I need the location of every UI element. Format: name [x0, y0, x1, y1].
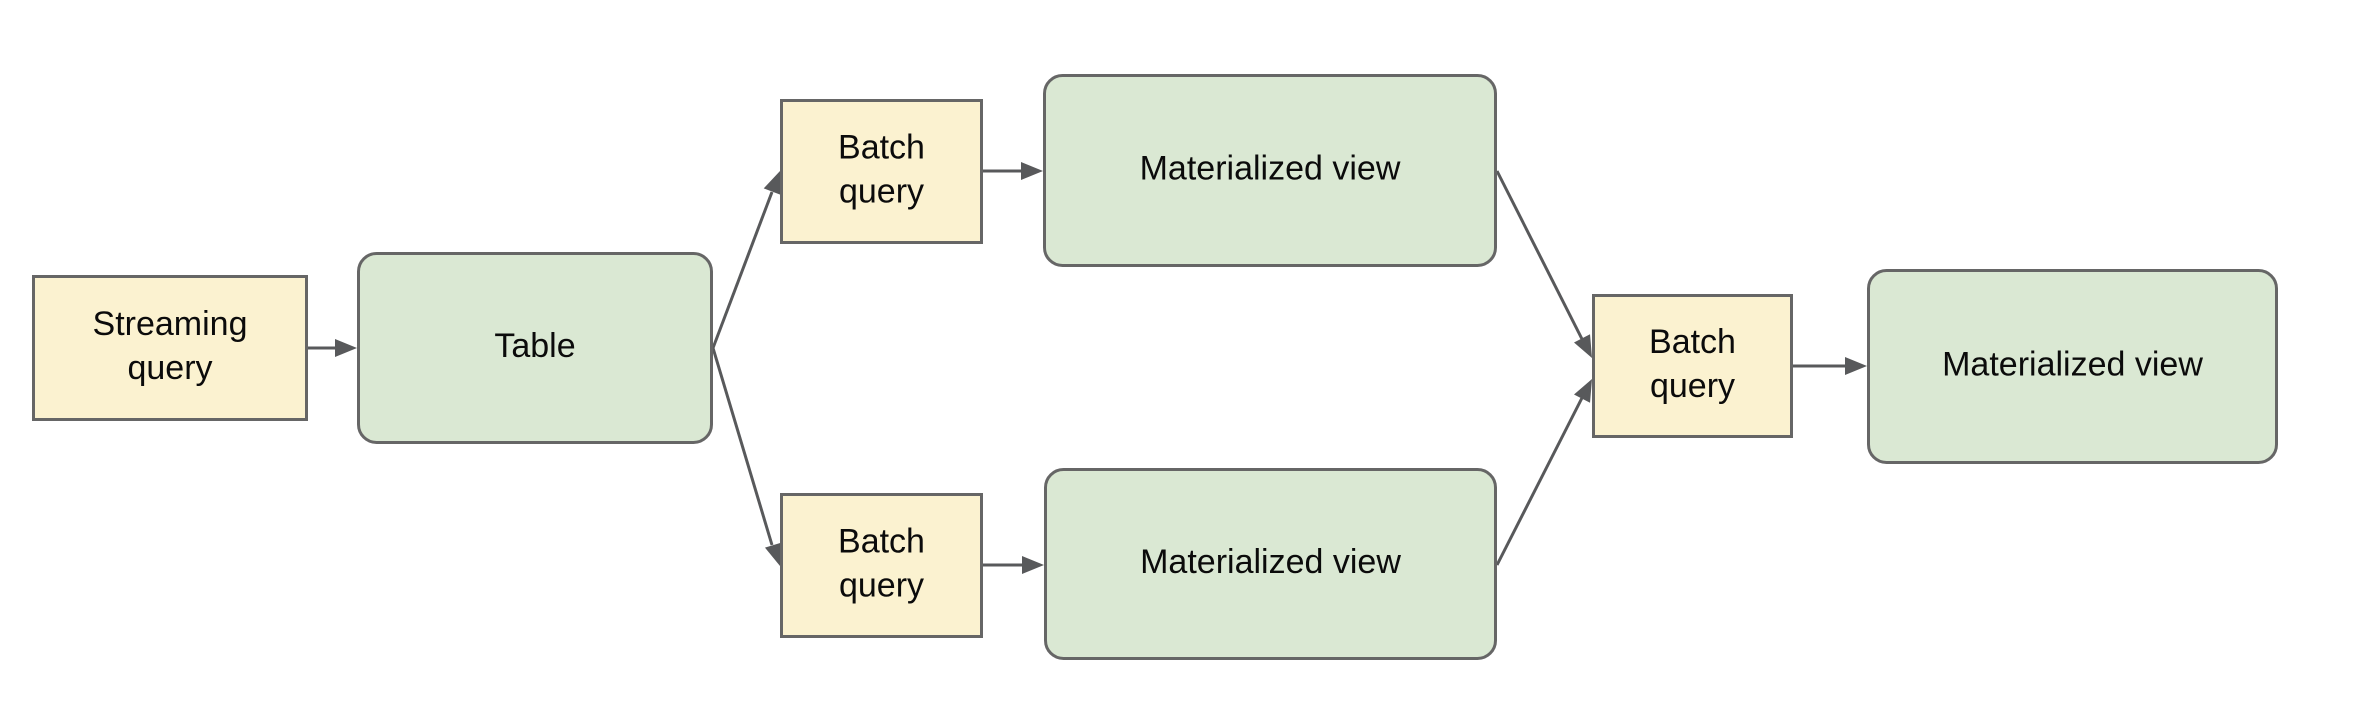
node-label-line: Table: [494, 327, 575, 365]
edge-batch-query-top-to-materialized-view-top: [983, 162, 1043, 180]
arrowhead-icon: [764, 542, 783, 566]
node-batch-query-merge[interactable]: Batch query: [1592, 294, 1793, 438]
arrowhead-icon: [335, 339, 357, 357]
node-label-batch-query-top: Batch query: [838, 129, 925, 211]
edge-table-to-batch-query-bottom: [711, 347, 783, 566]
edge-streaming-query-to-table: [308, 339, 357, 357]
node-shape-materialized-view-bottom[interactable]: [1044, 468, 1497, 660]
node-shape-batch-query-merge[interactable]: [1592, 294, 1793, 438]
arrowhead-icon: [1573, 334, 1592, 358]
edge-batch-query-bottom-to-materialized-view-bottom: [983, 556, 1044, 574]
edge-line: [711, 191, 774, 349]
node-materialized-view-right[interactable]: Materialized view: [1867, 269, 2278, 464]
arrowhead-icon: [1022, 556, 1044, 574]
arrowhead-icon: [1845, 357, 1867, 375]
node-batch-query-bottom[interactable]: Batch query: [780, 493, 983, 638]
node-materialized-view-top[interactable]: Materialized view: [1043, 74, 1497, 267]
node-table[interactable]: Table: [357, 252, 713, 444]
node-label-line: Materialized view: [1140, 149, 1401, 187]
node-label-line: query: [839, 566, 924, 604]
arrowhead-icon: [1021, 162, 1043, 180]
node-label-table: Table: [494, 327, 575, 365]
edge-materialized-view-top-to-batch-query-merge: [1495, 170, 1592, 358]
node-label-line: Materialized view: [1140, 543, 1401, 581]
edge-line: [711, 347, 774, 546]
node-label-batch-query-merge: Batch query: [1649, 323, 1736, 405]
arrowhead-icon: [763, 171, 781, 195]
node-materialized-view-bottom[interactable]: Materialized view: [1044, 468, 1497, 660]
edge-batch-query-merge-to-materialized-view-right: [1793, 357, 1867, 375]
node-shape-batch-query-bottom[interactable]: [780, 493, 983, 638]
edge-line: [1495, 391, 1587, 566]
node-shape-streaming-query[interactable]: [32, 275, 308, 421]
node-shape-table[interactable]: [357, 252, 713, 444]
node-label-line: Batch: [838, 129, 925, 167]
edges-layer: [308, 162, 1867, 574]
node-label-line: query: [839, 172, 924, 210]
node-label-line: Materialized view: [1942, 345, 2203, 383]
node-label-line: query: [1650, 367, 1735, 405]
edge-materialized-view-bottom-to-batch-query-merge: [1495, 379, 1592, 566]
node-streaming-query[interactable]: Streaming query: [32, 275, 308, 421]
node-label-streaming-query: Streaming query: [93, 305, 248, 387]
node-shape-batch-query-top[interactable]: [780, 99, 983, 244]
node-batch-query-top[interactable]: Batch query: [780, 99, 983, 244]
edge-table-to-batch-query-top: [711, 171, 781, 349]
node-label-materialized-view-right: Materialized view: [1942, 345, 2203, 383]
node-shape-materialized-view-top[interactable]: [1043, 74, 1497, 267]
node-label-line: Batch: [1649, 323, 1736, 361]
node-label-line: Batch: [838, 523, 925, 561]
node-shape-materialized-view-right[interactable]: [1867, 269, 2278, 464]
node-label-line: Streaming: [93, 305, 248, 343]
edge-line: [1495, 170, 1587, 346]
node-label-line: query: [127, 349, 212, 387]
arrowhead-icon: [1573, 379, 1592, 403]
node-label-batch-query-bottom: Batch query: [838, 523, 925, 605]
node-label-materialized-view-top: Materialized view: [1140, 149, 1401, 187]
node-label-materialized-view-bottom: Materialized view: [1140, 543, 1401, 581]
